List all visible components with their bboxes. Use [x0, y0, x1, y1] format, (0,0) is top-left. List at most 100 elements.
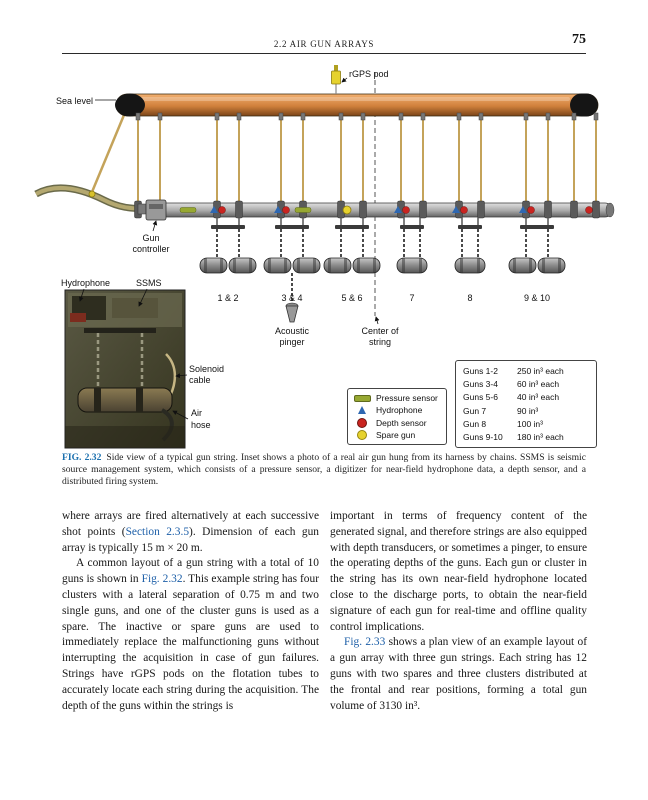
hydrophone-marker	[394, 206, 402, 213]
legend-item: Hydrophone	[353, 405, 441, 415]
pressure-sensor-marker	[294, 207, 312, 213]
text-segment: . This example string has four clusters …	[62, 573, 319, 712]
table-row: Guns 5-6 40 in³ each	[463, 392, 589, 402]
gun-volume: 40 in³ each	[517, 392, 560, 403]
gun-cluster-1-2	[199, 216, 257, 274]
cluster-label-8: 8	[467, 293, 472, 303]
cluster-label-1-2: 1 & 2	[217, 293, 238, 303]
acoustic-pinger-label-2: pinger	[279, 337, 304, 347]
legend-item: Spare gun	[353, 429, 441, 440]
cluster-label-5-6: 5 & 6	[341, 293, 362, 303]
air-hose-label-2: hose	[191, 420, 211, 430]
legend-label: Depth sensor	[376, 417, 427, 428]
text-segment: important in terms of frequency content …	[330, 510, 587, 633]
table-row: Guns 9-10 180 in³ each	[463, 432, 589, 442]
gun-name: Gun 7	[463, 405, 487, 416]
air-hose-label-1: Air	[191, 408, 202, 418]
gun-name: Guns 1-2	[463, 366, 498, 376]
gun-volume: 90 in³	[517, 405, 539, 416]
gun-volume-table: Guns 1-2 250 in³ each Guns 3-4 60 in³ ea…	[455, 360, 597, 448]
hydrophone-marker	[519, 206, 527, 213]
hydrophone-marker	[452, 206, 460, 213]
cross-reference-link[interactable]: Fig. 2.32	[141, 573, 183, 586]
body-column-right: important in terms of frequency content …	[330, 509, 587, 714]
text-segment: A common layout of a gun string with a t…	[62, 557, 319, 586]
page-header: 2.2 AIR GUN ARRAYS 75	[62, 32, 586, 54]
sensor-legend: Pressure sensor Hydrophone Depth sensor …	[347, 388, 447, 445]
sea-level-label: Sea level	[56, 96, 93, 106]
running-head: 2.2 AIR GUN ARRAYS	[273, 39, 375, 49]
suspension-chains	[521, 112, 553, 219]
tow-cable	[34, 114, 151, 213]
gun-volume: 250 in³ each	[517, 366, 564, 376]
cross-reference-link[interactable]: Section 2.3.5	[125, 525, 190, 538]
gun-controller	[137, 199, 167, 221]
bridle-rope	[90, 114, 126, 193]
body-paragraph: important in terms of frequency content …	[330, 509, 587, 635]
gun-cluster-5-6	[323, 216, 381, 274]
suspension-chains	[336, 112, 368, 219]
center-of-string-label-2: string	[369, 337, 391, 347]
gun-7	[396, 216, 428, 274]
sensor-markers	[179, 205, 593, 215]
table-row: Guns 1-2 250 in³ each	[463, 366, 589, 376]
gun-name: Guns 3-4	[463, 379, 498, 390]
shackle	[88, 190, 96, 198]
suspension-chains	[212, 112, 244, 219]
hydrophone-marker	[274, 206, 282, 213]
body-paragraph: where arrays are fired alternatively at …	[62, 509, 319, 556]
depth-sensor-marker	[460, 206, 468, 214]
legend-label: Pressure sensor	[376, 393, 438, 403]
text-segment: shows a plan view of an example layout o…	[330, 636, 588, 712]
suspension-chains	[569, 112, 601, 219]
text-segment: Side view of a typical gun string. Inset…	[62, 452, 586, 487]
gun-string-tube	[149, 202, 615, 218]
depth-sensor-marker	[218, 206, 226, 214]
ssms-label: SSMS	[136, 278, 162, 288]
inset-photo	[64, 289, 186, 449]
suspension-chains	[276, 112, 308, 219]
gun-name: Guns 5-6	[463, 392, 498, 403]
gun-8	[454, 216, 486, 274]
solenoid-cable-label-2: cable	[189, 375, 211, 385]
tube-left-cap	[115, 93, 145, 117]
gun-volume: 60 in³ each	[517, 379, 560, 390]
depth-sensor-swatch	[353, 417, 371, 428]
cluster-label-9-10: 9 & 10	[524, 293, 550, 303]
rgps-pod-label: rGPS pod	[349, 69, 389, 79]
gun-volume: 180 in³ each	[517, 431, 564, 442]
flotation-tube	[115, 93, 599, 117]
gun-cluster-3-4	[263, 216, 321, 274]
leader-lines	[78, 77, 380, 420]
table-row: Guns 3-4 60 in³ each	[463, 379, 589, 389]
gun-name: Gun 8	[463, 418, 487, 429]
depth-sensor-marker	[282, 206, 290, 214]
depth-sensor-marker	[527, 206, 535, 214]
figure-number-label: FIG. 2.32	[62, 452, 102, 463]
cross-reference-link[interactable]: Fig. 2.33	[344, 636, 386, 649]
gun-controller-label-2: controller	[132, 244, 169, 254]
hydrophone-label: Hydrophone	[61, 278, 110, 288]
pressure-sensor-swatch	[353, 394, 371, 402]
cluster-label-7: 7	[409, 293, 414, 303]
acoustic-pinger	[285, 302, 299, 323]
tube-right-cap	[570, 93, 598, 117]
gun-controller-label-1: Gun	[142, 233, 159, 243]
legend-item: Pressure sensor	[353, 393, 441, 403]
spare-gun-marker	[342, 205, 352, 215]
depth-sensor-marker	[585, 206, 593, 214]
hydrophone-swatch	[353, 406, 371, 415]
body-column-left: where arrays are fired alternatively at …	[62, 509, 319, 714]
rgps-pod	[331, 65, 341, 94]
cluster-label-3-4: 3 & 4	[281, 293, 302, 303]
page-number: 75	[572, 32, 586, 47]
gun-name: Guns 9-10	[463, 431, 503, 442]
suspension-chains	[454, 112, 486, 219]
gun-cluster-9-10	[508, 216, 566, 274]
text-segment: where arrays are fired alternatively at …	[62, 510, 319, 538]
depth-sensor-marker	[402, 206, 410, 214]
body-paragraph: A common layout of a gun string with a t…	[62, 556, 319, 714]
acoustic-pinger-label-1: Acoustic	[275, 326, 310, 336]
legend-label: Spare gun	[376, 429, 416, 440]
